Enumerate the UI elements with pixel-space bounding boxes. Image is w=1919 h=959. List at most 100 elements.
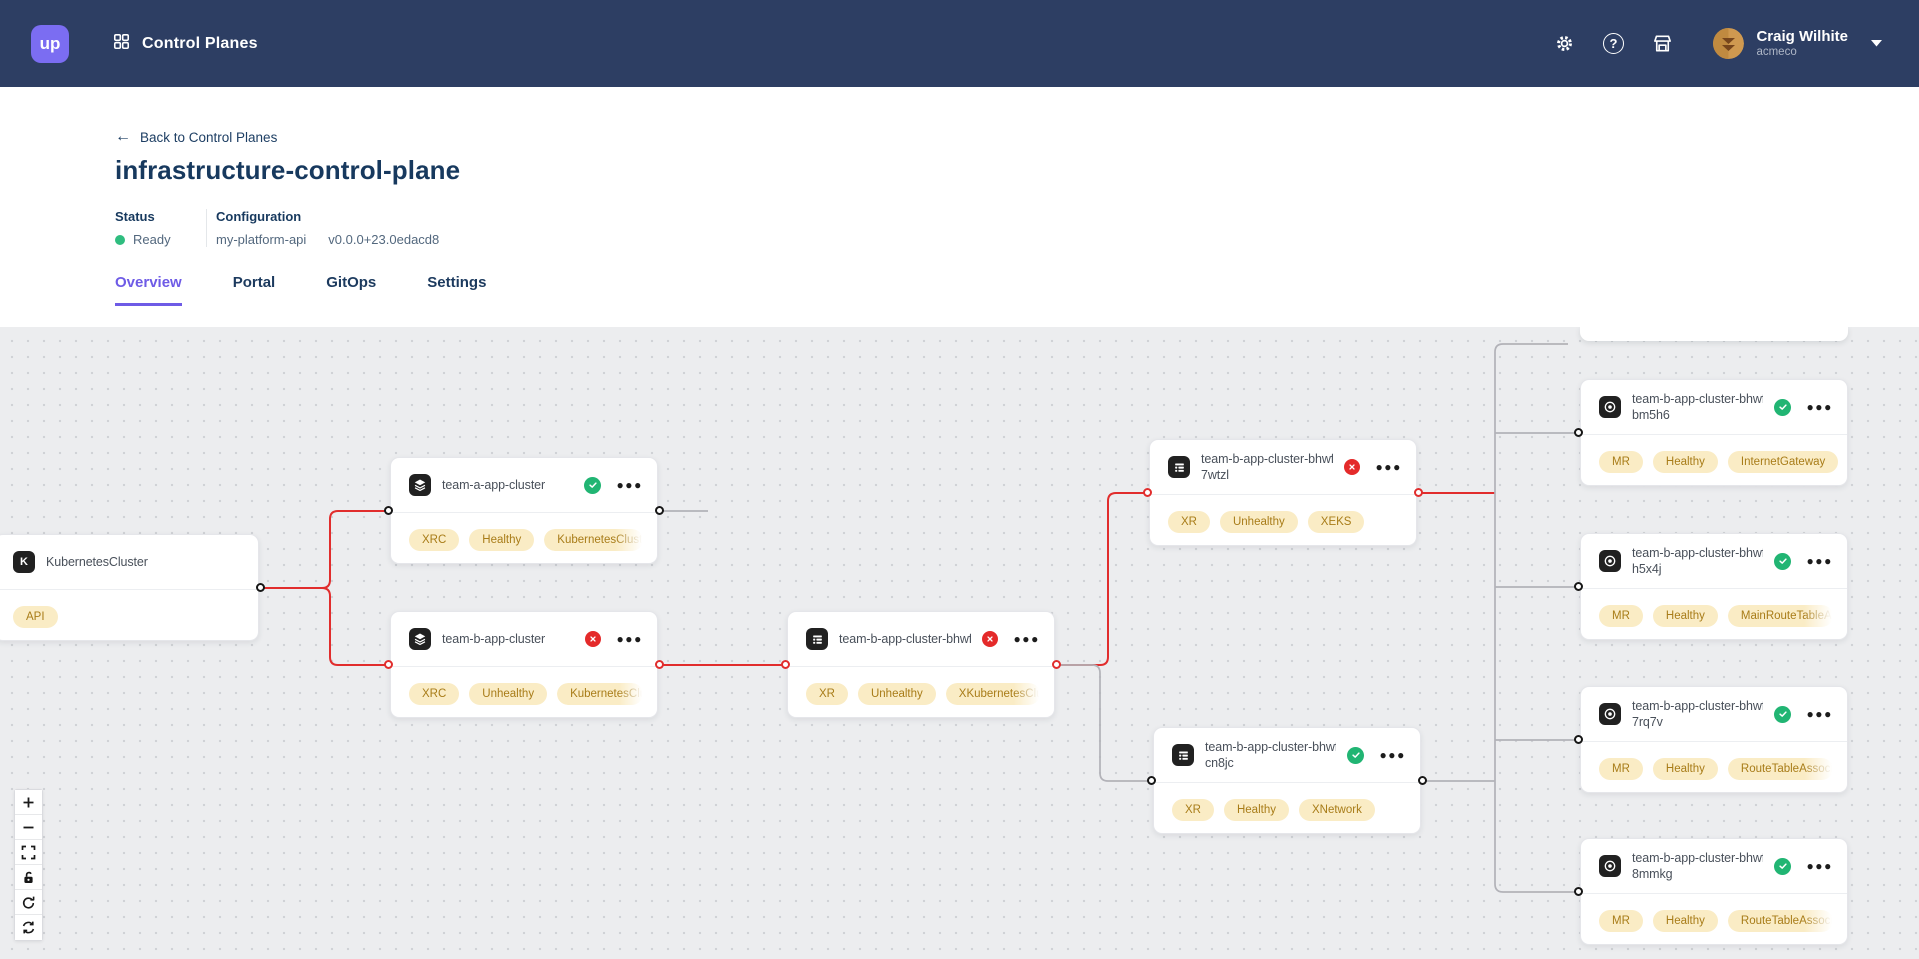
graph-edge: [1055, 492, 1149, 666]
resource-badge: XR: [806, 683, 848, 705]
resource-badge: XNetwork: [1298, 799, 1375, 821]
divider: [1150, 494, 1416, 495]
resource-badge: KubernetesCluster: [557, 683, 643, 705]
resource-badge: XR: [1168, 511, 1210, 533]
status-unhealthy-icon: [1344, 459, 1361, 475]
node-menu-button[interactable]: ●●●: [616, 478, 643, 492]
node-menu-button[interactable]: ●●●: [1806, 859, 1833, 873]
status-dot: [115, 234, 125, 245]
tab-portal[interactable]: Portal: [232, 274, 276, 291]
resource-badge: API: [13, 606, 58, 628]
page-title: infrastructure-control-plane: [115, 155, 461, 185]
port-right[interactable]: [655, 660, 664, 669]
status-healthy-icon: [1774, 857, 1792, 875]
upbound-logo[interactable]: up: [31, 24, 69, 63]
node-menu-button[interactable]: ●●●: [1375, 460, 1402, 474]
user-org: acmeco: [1756, 45, 1797, 58]
status-healthy-icon: [1774, 398, 1792, 416]
resource-badge: Unhealthy: [857, 683, 936, 705]
node-title: team-a-app-cluster: [442, 477, 546, 492]
resource-badge: Unhealthy: [1219, 511, 1298, 533]
node-card[interactable]: team-b-app-cluster ●●● XRC Unhealthy Kuberne…: [384, 611, 664, 718]
port-left[interactable]: [384, 660, 393, 669]
configuration-label: Configuration: [216, 209, 302, 224]
port-right[interactable]: [1418, 776, 1427, 785]
resource-badge: MR: [1599, 451, 1643, 473]
resource-badge: Healthy: [1652, 451, 1718, 473]
resource-badge: MainRouteTableAssociation: [1727, 605, 1833, 627]
user-name: Craig Wilhite: [1756, 28, 1848, 46]
node-menu-button[interactable]: ●●●: [1379, 748, 1406, 762]
port-right[interactable]: [1414, 488, 1423, 497]
divider: [391, 666, 657, 667]
refresh-layout-button[interactable]: [15, 915, 42, 940]
resource-badge: Healthy: [1652, 910, 1718, 932]
resource-badge: Unhealthy: [469, 683, 548, 705]
port-left[interactable]: [1574, 735, 1583, 744]
graph-edge: [1055, 664, 1153, 782]
port-left[interactable]: [384, 506, 393, 515]
port-left[interactable]: [781, 660, 790, 669]
zoom-in-button[interactable]: [15, 790, 42, 815]
port-right[interactable]: [256, 583, 265, 592]
graph-edge: [1494, 352, 1580, 893]
node-menu-button[interactable]: ●●●: [1806, 554, 1833, 568]
status-healthy-icon: [584, 476, 602, 494]
resource-badge: XRC: [409, 683, 460, 705]
marketplace-icon[interactable]: [1650, 32, 1674, 56]
port-left[interactable]: [1574, 582, 1583, 591]
settings-gear-icon[interactable]: [1552, 32, 1576, 56]
status-healthy-icon: [1347, 746, 1365, 764]
composite-icon: [1172, 744, 1194, 766]
back-arrow-icon: ←: [115, 128, 131, 145]
help-icon[interactable]: ?: [1601, 32, 1625, 56]
lock-button[interactable]: [15, 865, 42, 890]
canvas-controls: [14, 789, 43, 941]
node-menu-button[interactable]: ●●●: [1806, 707, 1833, 721]
tab-bar: Overview Portal GitOps Settings: [115, 274, 1919, 306]
graph-edge: [259, 587, 390, 666]
managed-icon: [1599, 550, 1621, 572]
node-menu-button[interactable]: ●●●: [1806, 400, 1833, 414]
divider: [788, 666, 1054, 667]
node-title: team-b-app-cluster-bhwfb-7rq7v: [1632, 698, 1764, 730]
port-left[interactable]: [1574, 887, 1583, 896]
port-left[interactable]: [1574, 428, 1583, 437]
reset-view-button[interactable]: [15, 890, 42, 915]
port-left[interactable]: [1143, 488, 1152, 497]
divider: [391, 512, 657, 513]
node-title: team-b-app-cluster-bhwfb-h5x4j: [1632, 545, 1764, 577]
divider: [1154, 782, 1420, 783]
back-link[interactable]: ← Back to Control Planes: [115, 128, 278, 145]
node-title: team-b-app-cluster-bhwfb-8mmkg: [1632, 850, 1764, 882]
port-right[interactable]: [655, 506, 664, 515]
status-value: Ready: [133, 232, 171, 247]
node-menu-button[interactable]: ●●●: [1013, 632, 1040, 646]
user-menu[interactable]: Craig Wilhite acmeco: [1713, 28, 1883, 59]
managed-icon: [1599, 703, 1621, 725]
node-card-partial[interactable]: [1580, 327, 1848, 341]
resource-badge: Healthy: [1223, 799, 1289, 821]
node-menu-button[interactable]: ●●●: [616, 632, 643, 646]
status-unhealthy-icon: [982, 631, 999, 647]
fit-view-button[interactable]: [15, 840, 42, 865]
resource-badge: RouteTableAssociation: [1727, 910, 1833, 932]
zoom-out-button[interactable]: [15, 815, 42, 840]
node-title: team-b-app-cluster: [442, 631, 546, 646]
port-left[interactable]: [1147, 776, 1156, 785]
port-right[interactable]: [1052, 660, 1061, 669]
tab-gitops[interactable]: GitOps: [326, 274, 377, 291]
resource-badge: KubernetesCluster: [544, 529, 643, 551]
tab-overview[interactable]: Overview: [115, 274, 182, 306]
tab-settings[interactable]: Settings: [427, 274, 487, 291]
